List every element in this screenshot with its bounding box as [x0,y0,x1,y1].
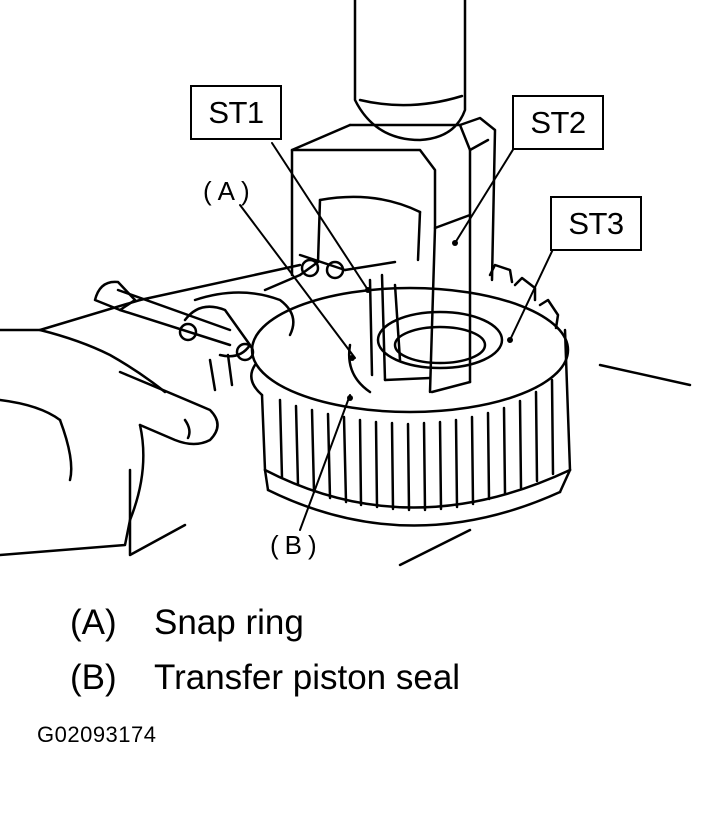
legend-text-b: Transfer piston seal [154,658,461,697]
st1-tool [263,253,397,382]
transfer-piston-seal-illustration [0,0,692,567]
callout-st1: ST1 [190,85,282,140]
leader-lines [239,139,556,531]
press-ram [353,0,467,142]
legend-item-a: (A) Snap ring [70,605,304,640]
callout-st2-label: ST2 [530,104,586,140]
figure-code: G02093174 [37,722,157,747]
hand [0,328,219,557]
st2-press-tool [290,116,497,394]
callout-a: (A) [203,176,256,206]
callout-st2: ST2 [512,95,604,150]
callout-st1-label: ST1 [208,94,264,130]
piston-area [347,283,504,394]
snap-ring-pliers [93,280,295,392]
callout-st3: ST3 [550,196,642,251]
callout-st3-label: ST3 [568,205,624,241]
workbench [38,263,692,567]
legend-text-a: Snap ring [154,603,304,642]
callout-b: (B) [270,530,323,560]
drum-housing [250,263,572,527]
legend-key-b: (B) [70,658,117,697]
legend-key-a: (A) [70,603,117,642]
legend-item-b: (B) Transfer piston seal [70,660,460,695]
detail-marks [347,240,513,401]
